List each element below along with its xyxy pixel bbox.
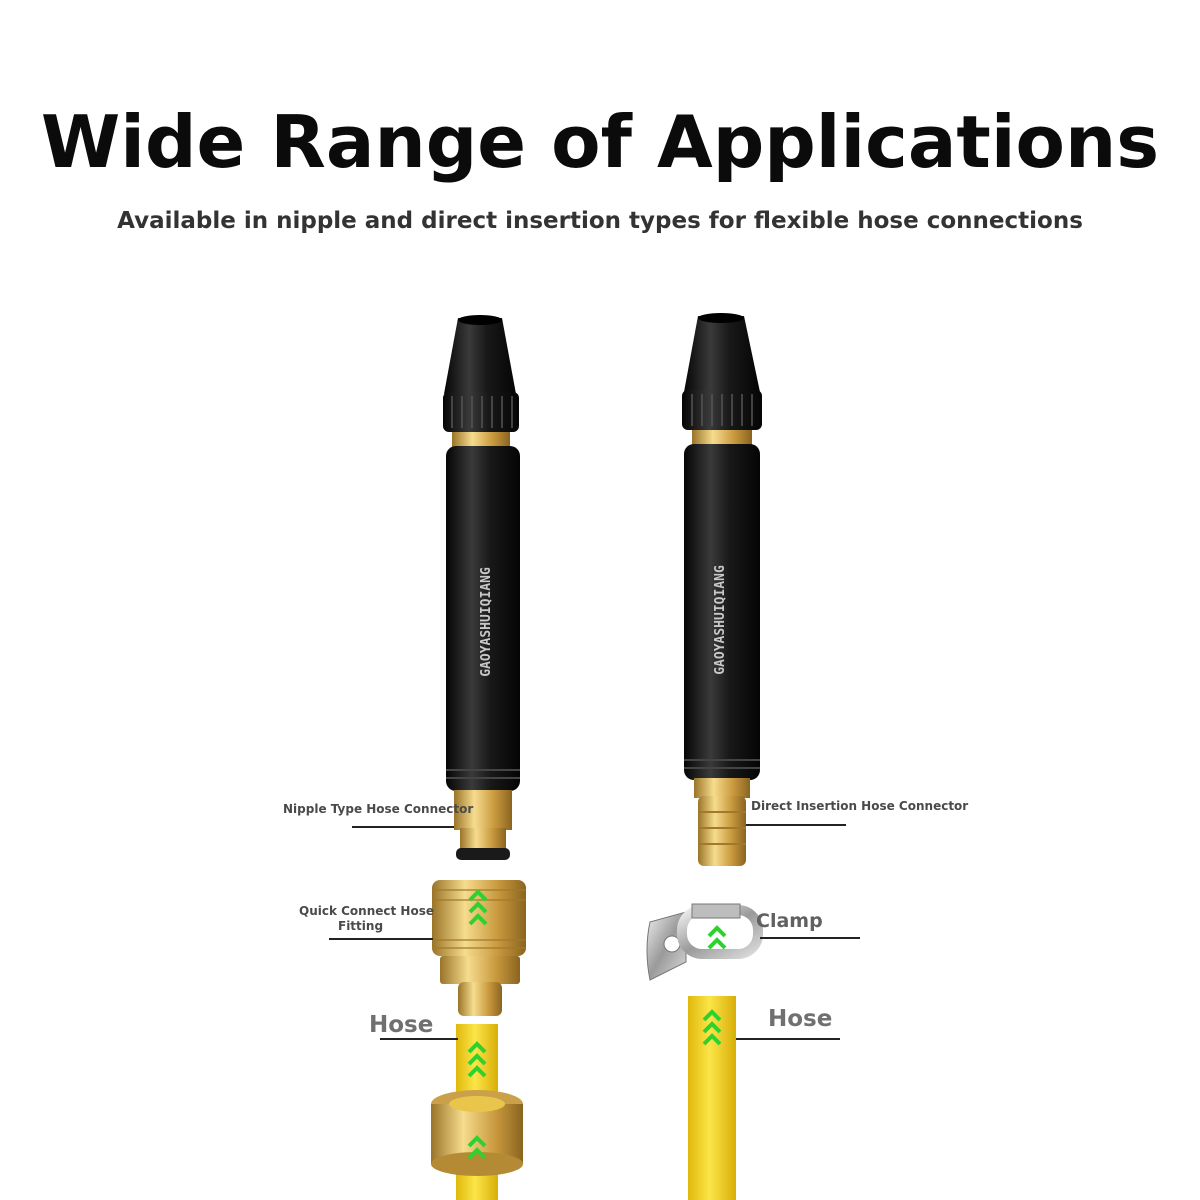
right-sprayer <box>682 313 762 866</box>
quick-arrows <box>468 889 488 926</box>
right-hose-arrows <box>702 1009 722 1046</box>
leader-line-direct <box>746 824 846 826</box>
label-quick-connect-line2: Fitting <box>338 919 384 933</box>
right-hose <box>688 996 736 1200</box>
right-handle <box>684 444 760 780</box>
leader-line-right-hose <box>736 1038 840 1040</box>
label-direct-connector: Direct Insertion Hose Connector <box>751 799 969 813</box>
right-brass-collar <box>692 430 752 446</box>
right-direct-connector <box>698 796 746 866</box>
left-brass-collar <box>452 432 510 448</box>
left-adjust-ring <box>443 392 519 432</box>
label-right-hose: Hose <box>768 1006 833 1032</box>
leader-line-left-hose <box>380 1038 458 1040</box>
left-o-ring <box>456 848 510 860</box>
right-nozzle-tip <box>684 316 760 392</box>
left-hose-arrows <box>467 1041 487 1078</box>
hose-clamp <box>646 903 763 981</box>
page-subtitle: Available in nipple and direct insertion… <box>117 208 1083 234</box>
label-quick-connect-line1: Quick Connect Hose <box>299 904 434 918</box>
leader-line-quick-connect <box>329 938 433 940</box>
label-left-hose: Hose <box>369 1012 434 1038</box>
leader-line-clamp <box>760 937 860 939</box>
left-sprayer <box>443 315 520 860</box>
right-brand-text: GAOYASHUIQIANG <box>713 565 728 675</box>
page-title: Wide Range of Applications <box>40 100 1160 184</box>
left-nozzle-tip <box>444 318 516 394</box>
left-brand-text: GAOYASHUIQIANG <box>479 567 494 677</box>
quick-connect-fitting <box>432 880 526 1016</box>
label-clamp: Clamp <box>756 910 823 932</box>
left-nipple-connector <box>454 790 512 830</box>
label-nipple-connector: Nipple Type Hose Connector <box>283 802 474 816</box>
left-hose-nut <box>431 1090 523 1176</box>
leader-line-nipple <box>352 826 454 828</box>
left-handle <box>446 446 520 791</box>
